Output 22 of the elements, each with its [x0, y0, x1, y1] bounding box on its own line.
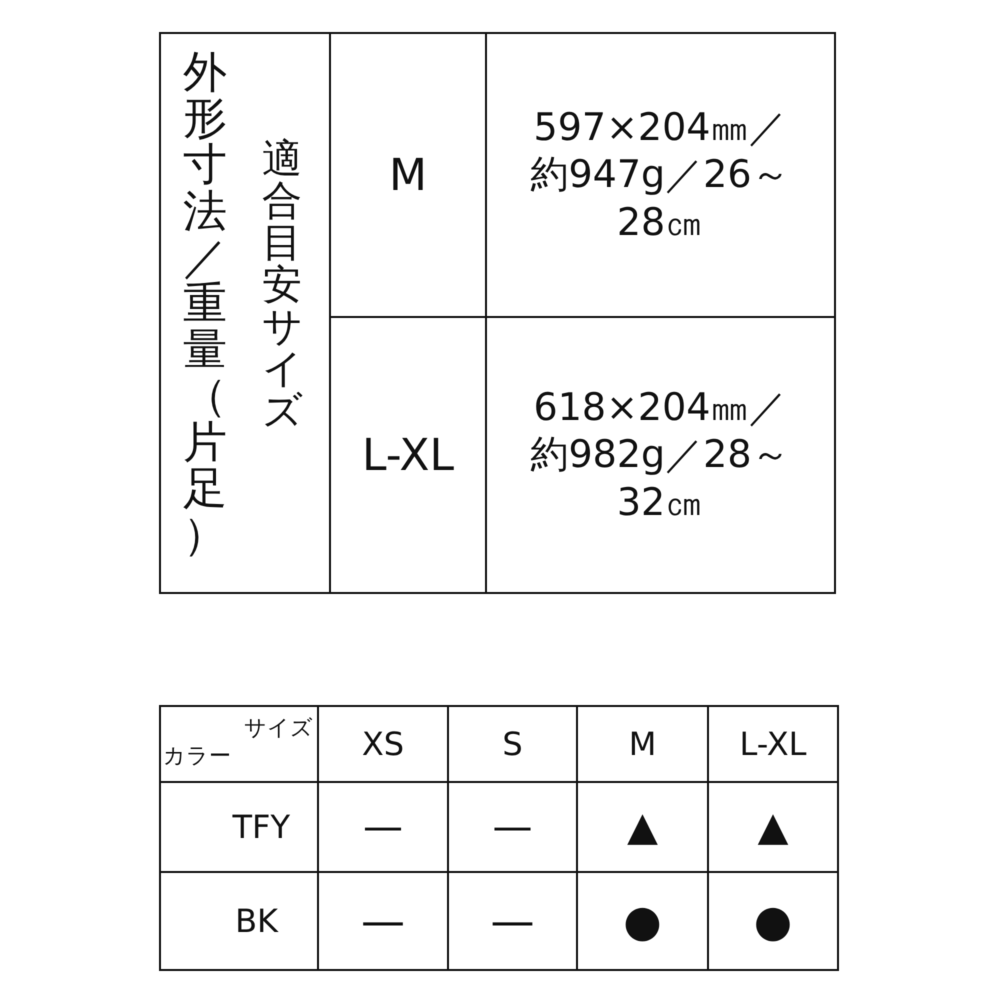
spec-text: 618×204㎜／約982g／28～32㎝ — [529, 384, 790, 526]
triangle-mark: ▲ — [758, 803, 788, 852]
column-header-text: サイズ — [244, 715, 313, 743]
dash-mark: — — [363, 803, 403, 852]
color-code-text: BK — [235, 901, 278, 941]
dash-mark: — — [492, 803, 532, 852]
size-label: S — [502, 724, 523, 764]
size-label: XS — [362, 724, 404, 764]
row-header-text: カラー — [163, 743, 231, 771]
header-text: 適合目安サイズ — [262, 138, 300, 432]
circle-mark: ● — [623, 894, 662, 948]
size-label: L-XL — [740, 724, 806, 764]
header-text: 外形寸法／重量（片足） — [183, 50, 225, 558]
circle-mark: ● — [754, 894, 792, 948]
size-label: M — [389, 148, 427, 202]
dash-mark: — — [490, 894, 534, 948]
color-code-text: TFY — [232, 807, 290, 847]
dash-mark: — — [361, 894, 405, 948]
size-label: L-XL — [362, 428, 454, 482]
size-label: M — [628, 724, 656, 764]
spec-text: 597×204㎜／約947g／26～28㎝ — [529, 104, 790, 246]
triangle-mark: ▲ — [627, 803, 658, 852]
